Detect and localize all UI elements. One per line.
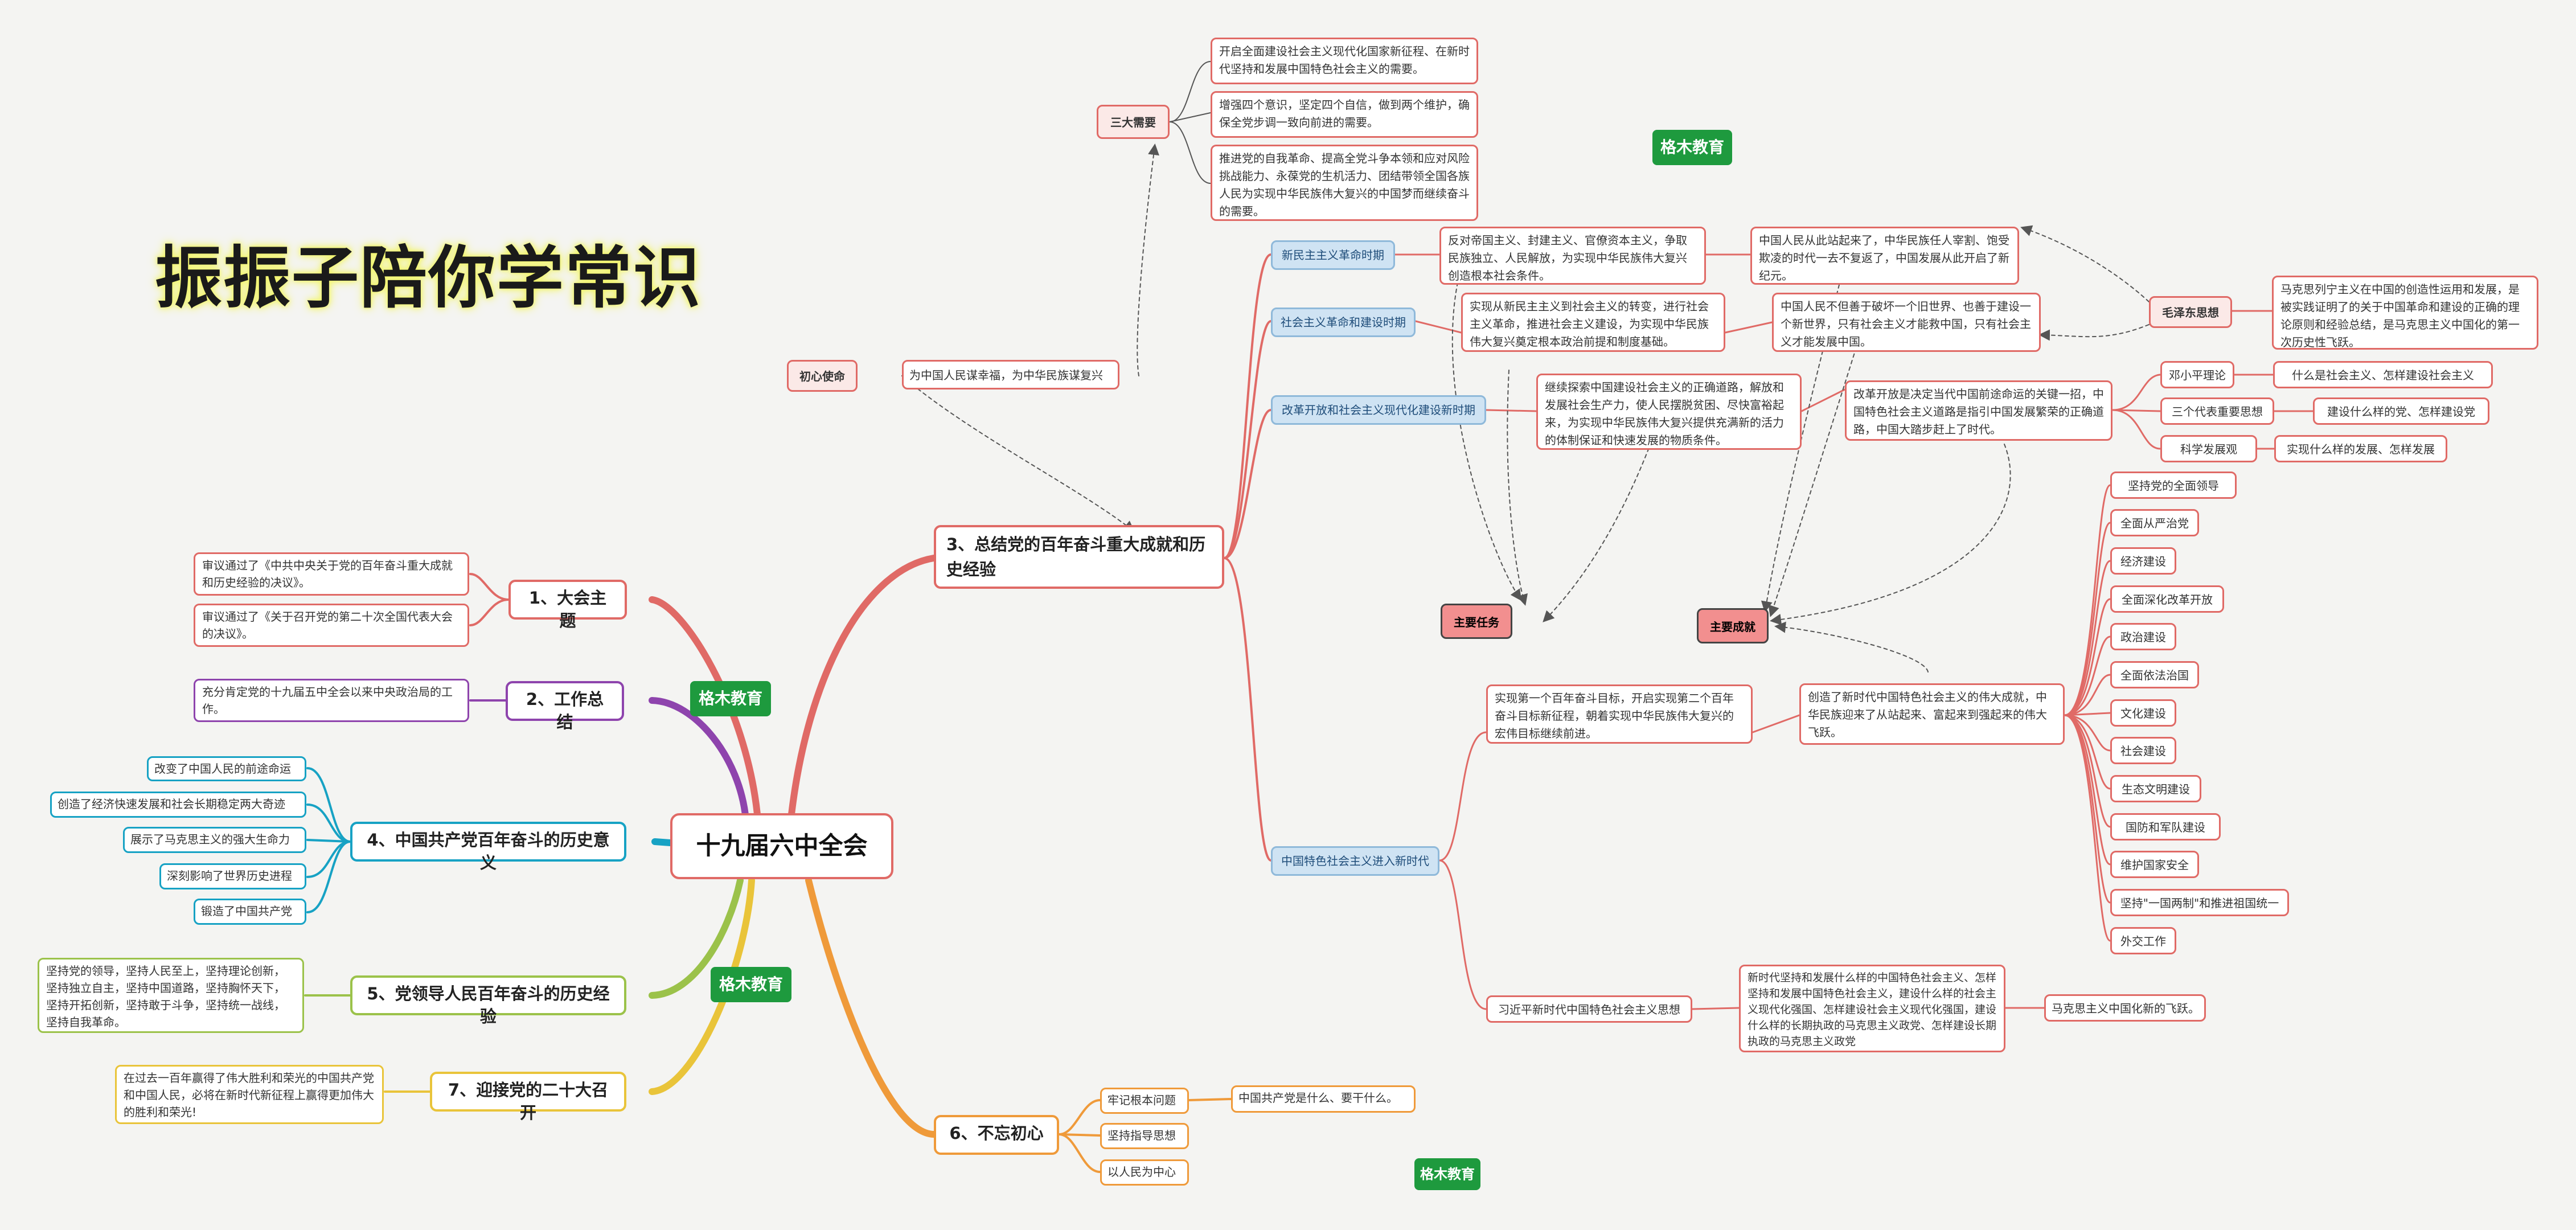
node-main-tasks[interactable]: 主要任务 [1441, 604, 1512, 639]
period-2-task: 实现从新民主主义到社会主义的转变，进行社会主义革命，推进社会主义建设，为实现中华… [1461, 293, 1725, 352]
period-3-achievement: 改革开放是决定当代中国前途命运的关键一招，中国特色社会主义道路是指引中国发展繁荣… [1845, 380, 2113, 441]
period-reform-opening[interactable]: 改革开放和社会主义现代化建设新时期 [1271, 395, 1486, 425]
leaf-aspiration-1: 牢记根本问题 [1100, 1088, 1189, 1114]
new-era-item: 维护国家安全 [2110, 851, 2199, 878]
watermark-tag: 格木教育 [711, 967, 791, 1002]
new-era-item: 全面从严治党 [2110, 509, 2199, 536]
watermark-tag: 格木教育 [1414, 1158, 1480, 1190]
node-xi-result: 马克思主义中国化新的飞跃。 [2044, 994, 2206, 1022]
period-new-era[interactable]: 中国特色社会主义进入新时代 [1271, 846, 1439, 876]
new-era-item: 文化建设 [2110, 699, 2176, 727]
new-era-item: 社会建设 [2110, 737, 2176, 764]
period-1-task: 反对帝国主义、封建主义、官僚资本主义，争取民族独立、人民解放，为实现中华民族伟大… [1439, 227, 1706, 285]
leaf-significance-3: 展示了马克思主义的强大生命力 [123, 827, 306, 853]
node-mao-thought[interactable]: 毛泽东思想 [2149, 296, 2232, 328]
watermark-tag: 格木教育 [1652, 130, 1732, 165]
period-4-task: 实现第一个百年奋斗目标，开启实现第二个百年奋斗目标新征程，朝着实现中华民族伟大复… [1486, 684, 1753, 744]
new-era-item: 全面依法治国 [2110, 661, 2199, 688]
branch-work-summary[interactable]: 2、工作总结 [506, 681, 624, 732]
node-three-needs[interactable]: 三大需要 [1097, 105, 1170, 139]
period-4-achievement: 创造了新时代中国特色社会主义的伟大成就，中华民族迎来了从站起来、富起来到强起来的… [1799, 683, 2065, 745]
theory-scientific-development[interactable]: 科学发展观 [2160, 435, 2257, 462]
leaf-significance-2: 创造了经济快速发展和社会长期稳定两大奇迹 [50, 792, 306, 818]
period-2-achievement: 中国人民不但善于破坏一个旧世界、也善于建设一个新世界，只有社会主义才能救中国，只… [1772, 293, 2041, 352]
theory-deng[interactable]: 邓小平理论 [2160, 361, 2234, 388]
leaf-significance-5: 锻造了中国共产党 [194, 899, 306, 925]
new-era-item: 经济建设 [2110, 547, 2176, 575]
period-socialist-revolution[interactable]: 社会主义革命和建设时期 [1271, 308, 1416, 337]
theory-three-represents-answer: 建设什么样的党、怎样建设党 [2313, 397, 2489, 425]
leaf-significance-1: 改变了中国人民的前途命运 [147, 756, 306, 781]
period-new-democratic-revolution[interactable]: 新民主主义革命时期 [1271, 240, 1395, 270]
node-main-achievements[interactable]: 主要成就 [1697, 608, 1769, 643]
node-need-1: 开启全面建设社会主义现代化国家新征程、在新时代坚持和发展中国特色社会主义的需要。 [1211, 38, 1478, 84]
leaf-experience: 坚持党的领导，坚持人民至上，坚持理论创新，坚持独立自主，坚持中国道路，坚持胸怀天… [38, 958, 304, 1033]
period-1-achievement: 中国人民从此站起来了，中华民族任人宰割、饱受欺凌的时代一去不复返了，中国发展从此… [1750, 227, 2019, 285]
branch-centennial-achievements[interactable]: 3、总结党的百年奋斗重大成就和历史经验 [934, 525, 1224, 589]
branch-historical-significance[interactable]: 4、中国共产党百年奋斗的历史意义 [350, 822, 626, 872]
branch-meeting-theme[interactable]: 1、大会主题 [508, 580, 627, 630]
leaf-welcome-congress: 在过去一百年赢得了伟大胜利和荣光的中国共产党和中国人民，必将在新时代新征程上赢得… [115, 1065, 384, 1124]
new-era-item: 生态文明建设 [2110, 775, 2201, 802]
period-3-task: 继续探索中国建设社会主义的正确道路，解放和发展社会生产力，使人民摆脱贫困、尽快富… [1536, 374, 1802, 450]
page-title: 振振子陪你学常识 [155, 239, 702, 317]
new-era-item: 国防和军队建设 [2110, 813, 2221, 840]
theory-three-represents[interactable]: 三个代表重要思想 [2160, 397, 2274, 425]
leaf-aspiration-3: 以人民为中心 [1100, 1159, 1189, 1186]
node-xi-text: 新时代坚持和发展什么样的中国特色社会主义、怎样坚持和发展中国特色社会主义，建设什… [1739, 965, 2005, 1052]
leaf-significance-4: 深刻影响了世界历史进程 [159, 863, 306, 889]
new-era-item: 坚持党的全面领导 [2110, 472, 2237, 499]
node-original-mission[interactable]: 初心使命 [787, 360, 858, 392]
new-era-item: 坚持"一国两制"和推进祖国统一 [2110, 889, 2289, 916]
branch-historical-experience[interactable]: 5、党领导人民百年奋斗的历史经验 [350, 975, 626, 1026]
leaf-aspiration-answer: 中国共产党是什么、要干什么。 [1231, 1085, 1416, 1113]
node-xi-thought[interactable]: 习近平新时代中国特色社会主义思想 [1486, 995, 1692, 1023]
leaf-meeting-theme-1: 审议通过了《中共中央关于党的百年奋斗重大成就和历史经验的决议》。 [194, 552, 469, 596]
watermark-tag: 格木教育 [690, 681, 771, 716]
branch-welcome-congress[interactable]: 7、迎接党的二十大召开 [430, 1072, 626, 1122]
node-mission-text: 为中国人民谋幸福，为中华民族谋复兴 [902, 360, 1119, 390]
new-era-item: 全面深化改革开放 [2110, 585, 2224, 613]
theory-deng-answer: 什么是社会主义、怎样建设社会主义 [2273, 361, 2493, 388]
theory-scientific-development-answer: 实现什么样的发展、怎样发展 [2274, 435, 2447, 462]
leaf-work-summary: 充分肯定党的十九届五中全会以来中央政治局的工作。 [194, 679, 469, 722]
node-mao-text: 马克思列宁主义在中国的创造性运用和发展，是被实践证明了的关于中国革命和建设的正确… [2272, 276, 2538, 350]
node-need-3: 推进党的自我革命、提高全党斗争本领和应对风险挑战能力、永葆党的生机活力、团结带领… [1211, 145, 1478, 221]
new-era-item: 政治建设 [2110, 623, 2176, 650]
central-topic[interactable]: 十九届六中全会 [670, 813, 893, 879]
new-era-item: 外交工作 [2110, 927, 2176, 954]
leaf-meeting-theme-2: 审议通过了《关于召开党的第二十次全国代表大会的决议》。 [194, 604, 469, 647]
branch-original-aspiration[interactable]: 6、不忘初心 [934, 1115, 1059, 1155]
leaf-aspiration-2: 坚持指导思想 [1100, 1123, 1189, 1149]
node-need-2: 增强四个意识，坚定四个自信，做到两个维护，确保全党步调一致向前进的需要。 [1211, 91, 1478, 138]
